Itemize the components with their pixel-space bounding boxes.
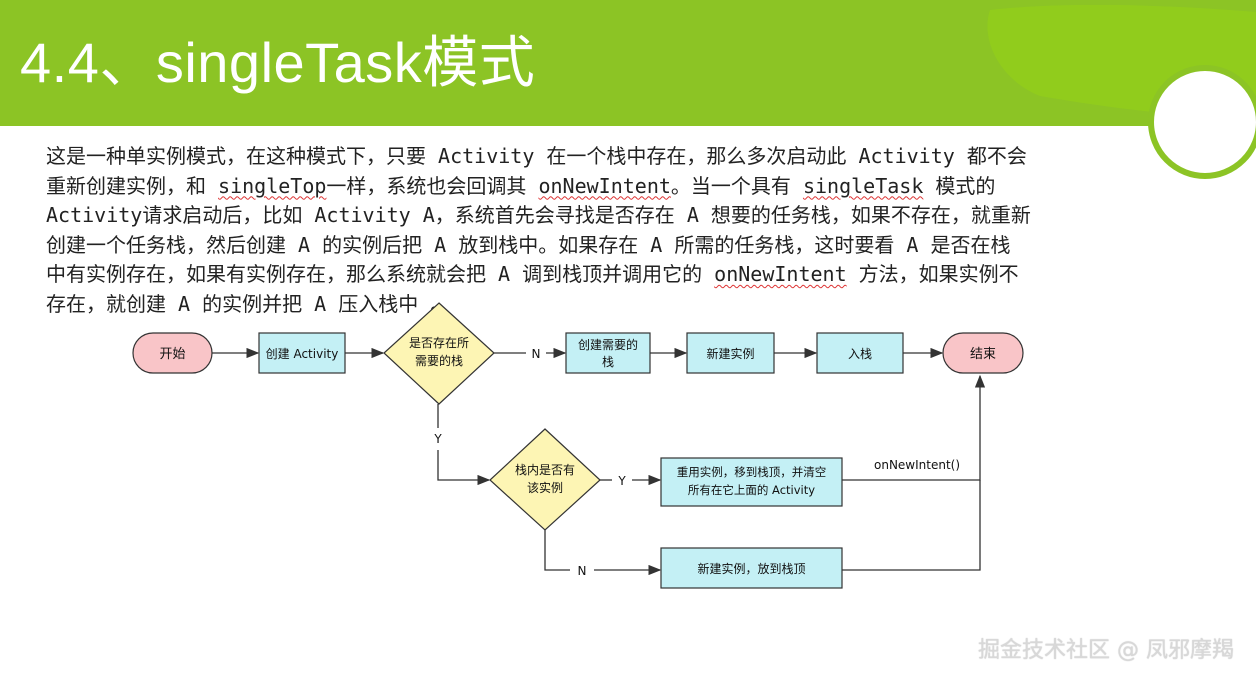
instance-exists-decision bbox=[489, 428, 601, 531]
keyword-singletask: singleTask bbox=[802, 173, 924, 198]
text-span: 方法，如果实例不 bbox=[846, 262, 1019, 286]
flow-connectors bbox=[212, 347, 986, 576]
description-paragraph: 这是一种单实例模式，在这种模式下，只要 Activity 在一个栈中存在，那么多… bbox=[46, 142, 1206, 319]
text-span: 一样，系统也会回调其 bbox=[326, 173, 539, 198]
paragraph-line-3: Activity请求启动后，比如 Activity A，系统首先会寻找是否存在 … bbox=[46, 201, 1206, 231]
start-terminal bbox=[132, 332, 213, 374]
text-span: Activity请求启动后，比如 Activity A，系统首先会寻找是否存在 … bbox=[46, 203, 1031, 227]
new-instance-process bbox=[686, 332, 775, 374]
push-process bbox=[816, 332, 904, 374]
decision2-line1: 栈内是否有 bbox=[515, 462, 575, 477]
paragraph-line-6: 存在，就创建 A 的实例并把 A 压入栈中 。 bbox=[46, 290, 1206, 320]
create-stack-process bbox=[565, 332, 651, 374]
decision2-line2: 该实例 bbox=[527, 480, 563, 495]
keyword-onnewintent: onNewIntent bbox=[714, 262, 847, 286]
create-activity-process bbox=[258, 332, 346, 374]
text-span: 存在，就创建 A 的实例并把 A 压入栈中 。 bbox=[46, 291, 451, 316]
text-span: 创建一个任务栈，然后创建 A 的实例后把 A 放到栈中。如果存在 A 所需的任务… bbox=[46, 232, 1011, 257]
page-title: 4.4、singleTask模式 bbox=[20, 31, 536, 94]
text-span: 重新创建实例，和 bbox=[46, 173, 219, 198]
text-span: 这是一种单实例模式，在这种模式下，只要 Activity 在一个栈中存在，那么多… bbox=[46, 144, 1027, 168]
decision1-line2: 需要的栈 bbox=[415, 353, 463, 368]
reuse-instance-process bbox=[660, 457, 843, 507]
yes-label: Y bbox=[617, 474, 626, 488]
start-label: 开始 bbox=[159, 347, 185, 362]
end-label: 结束 bbox=[970, 347, 996, 362]
keyword-singletop: singleTop bbox=[218, 173, 327, 198]
decision1-line1: 是否存在所 bbox=[409, 336, 469, 350]
paragraph-line-2: 重新创建实例，和 singleTop一样，系统也会回调其 onNewIntent… bbox=[46, 172, 1206, 202]
stack-exists-decision bbox=[383, 302, 495, 405]
create-stack-line1: 创建需要的 bbox=[578, 337, 638, 352]
create-stack-line2: 栈 bbox=[602, 354, 614, 369]
paragraph-line-5: 中有实例存在，如果有实例存在，那么系统就会把 A 调到栈顶并调用它的 onNew… bbox=[46, 260, 1206, 290]
reuse-line2: 所有在它上面的 Activity bbox=[688, 483, 815, 497]
yes-label: Y bbox=[433, 432, 442, 446]
text-span: 。当一个具有 bbox=[670, 173, 803, 198]
watermark: 掘金技术社区 @ 凤邪摩羯 bbox=[978, 638, 1234, 663]
paragraph-line-1: 这是一种单实例模式，在这种模式下，只要 Activity 在一个栈中存在，那么多… bbox=[46, 142, 1206, 172]
end-terminal bbox=[942, 332, 1024, 374]
new-top-label: 新建实例，放到栈顶 bbox=[697, 561, 805, 576]
create-activity-label: 创建 Activity bbox=[266, 347, 339, 361]
no-label: N bbox=[532, 347, 541, 361]
onnewintent-callback-label: onNewIntent() bbox=[874, 458, 960, 472]
text-span: 模式的 bbox=[923, 173, 996, 198]
paragraph-line-4: 创建一个任务栈，然后创建 A 的实例后把 A 放到栈中。如果存在 A 所需的任务… bbox=[46, 231, 1206, 261]
new-instance-top-process bbox=[660, 547, 843, 589]
push-label: 入栈 bbox=[848, 346, 872, 361]
new-instance-label: 新建实例 bbox=[706, 346, 754, 361]
reuse-line1: 重用实例，移到栈顶，并清空 bbox=[677, 465, 827, 479]
keyword-onnewintent: onNewIntent bbox=[538, 173, 671, 198]
text-span: 中有实例存在，如果有实例存在，那么系统就会把 A 调到栈顶并调用它的 bbox=[46, 262, 715, 286]
no-label: N bbox=[578, 564, 587, 578]
